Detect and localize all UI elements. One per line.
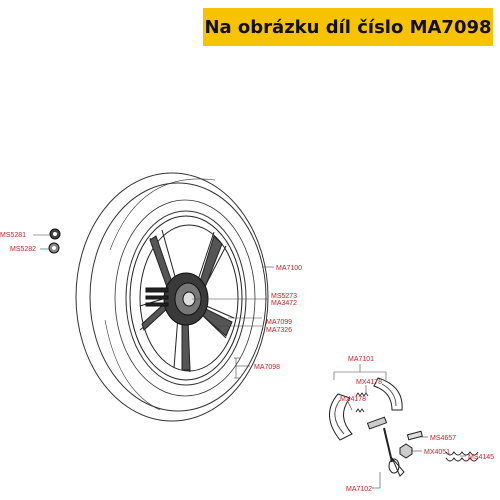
return-spring-ms4145 [445,451,479,462]
label-ms5281: MS5281 [0,232,26,239]
washer-ms5282 [48,242,60,254]
label-ma7098: MA7098 [254,364,280,371]
tyre [75,172,269,422]
label-mx4051: MX4051 [424,449,450,456]
nut-mx4051 [399,443,413,459]
label-ma3472: MA3472 [271,300,297,307]
part-number-banner: Na obrázku díl číslo MA7098 [203,8,493,46]
label-ms5282: MS5282 [10,246,36,253]
label-ma7099: MA7099 [266,319,292,326]
washer-ms5281 [49,228,61,240]
hub [145,272,209,326]
label-ma7100: MA7100 [276,265,302,272]
bolt-ms4657 [406,430,423,441]
banner-text: Na obrázku díl číslo MA7098 [204,16,492,38]
rim [129,215,243,381]
label-ms5273: MS5273 [271,293,297,300]
label-ma7102: MA7102 [346,486,372,493]
label-mx4178-a: MX4178 [356,379,382,386]
label-ma7101: MA7101 [348,356,374,363]
brake-lever [388,457,405,477]
brake-cam [366,416,393,463]
label-ms4657: MS4657 [430,435,456,442]
label-ma7326: MA7326 [266,327,292,334]
brake-shoe-left [329,393,353,441]
leader-lines [33,234,466,489]
label-ms4145: MS4145 [468,454,494,461]
label-mx4178-b: MX4178 [340,396,366,403]
brake-shoe-right [373,377,403,411]
